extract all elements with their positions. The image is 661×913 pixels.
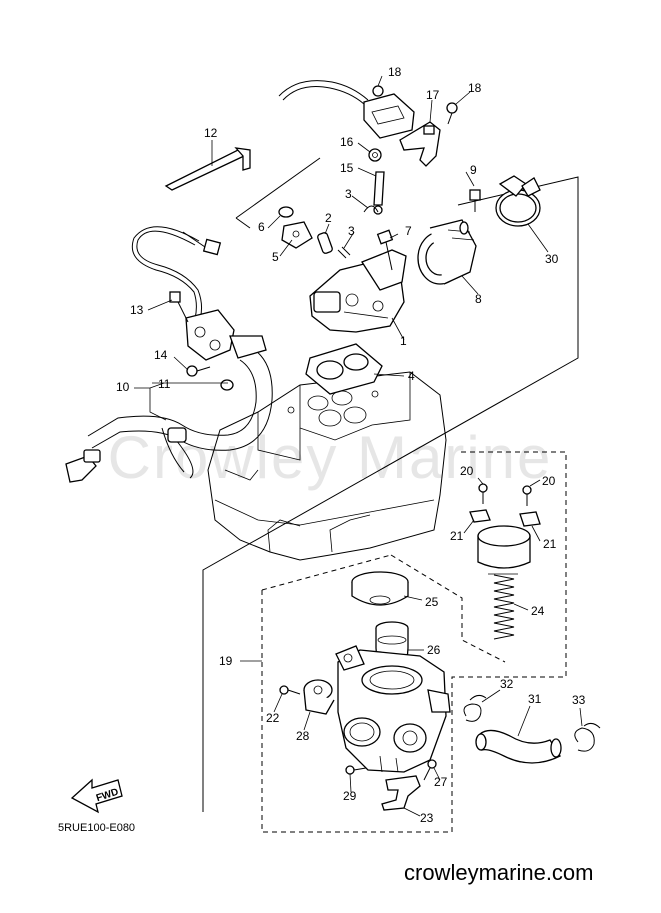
- clip-21-right: [519, 511, 541, 527]
- callout-13: 13: [130, 303, 144, 317]
- callout-20: 20: [460, 464, 474, 478]
- callout-23: 23: [420, 811, 434, 825]
- throttle-bracket-1: [309, 249, 407, 333]
- screw-20-left: [478, 483, 488, 504]
- callout-20: 20: [542, 474, 556, 488]
- callout-8: 8: [475, 292, 482, 306]
- wire-harness-left: [131, 226, 222, 331]
- throttle-body: [335, 645, 451, 773]
- wire-harness-top: [278, 80, 369, 105]
- callout-10: 10: [116, 380, 130, 394]
- callout-27: 27: [434, 775, 448, 789]
- hose-clamp-30: [495, 175, 541, 227]
- bolt-7: [376, 229, 394, 271]
- fuel-hose-10: [65, 341, 273, 483]
- callout-29: 29: [343, 789, 357, 803]
- diaphragm-25: [351, 571, 409, 606]
- screw-20-right: [522, 485, 532, 506]
- callout-30: 30: [545, 252, 559, 266]
- callout-11: 11: [158, 377, 171, 391]
- sensor-bracket-18: [363, 85, 415, 139]
- callout-32: 32: [500, 677, 514, 691]
- callout-31: 31: [528, 692, 542, 706]
- clips-3: [337, 205, 379, 259]
- callout-33: 33: [572, 693, 586, 707]
- callout-2: 2: [325, 211, 332, 225]
- callout-3: 3: [348, 224, 355, 238]
- bolt-13: [169, 291, 189, 323]
- callout-18: 18: [388, 65, 402, 79]
- screw-22: [279, 685, 301, 695]
- sensor-28: [303, 679, 335, 715]
- callout-16: 16: [340, 135, 354, 149]
- callout-3: 3: [345, 187, 352, 201]
- callout-12: 12: [204, 126, 218, 140]
- drawing-code: 5RUE100-E080: [58, 822, 135, 834]
- forward-arrow-icon: FWD: [70, 778, 123, 814]
- callout-21: 21: [450, 529, 464, 543]
- callout-labels: 1 2 3 3 4 5 6 7 8 9 10 11 12 13 14 15 16…: [116, 65, 586, 825]
- cover-and-spring: [477, 525, 531, 640]
- callout-28: 28: [296, 729, 310, 743]
- website-text: crowleymarine.com: [404, 860, 594, 885]
- callout-4: 4: [408, 369, 415, 383]
- bracket-17: [399, 121, 441, 167]
- screw-27: [423, 759, 437, 781]
- callout-22: 22: [266, 711, 280, 725]
- clip-21-left: [469, 509, 491, 523]
- grommet-11: [220, 379, 234, 391]
- callout-6: 6: [258, 220, 265, 234]
- hose-15: [373, 171, 385, 215]
- bolt-18-right: [446, 102, 458, 125]
- callout-19: 19: [219, 654, 233, 668]
- callout-25: 25: [425, 595, 439, 609]
- callout-9: 9: [470, 163, 477, 177]
- callout-26: 26: [427, 643, 441, 657]
- cap-5-and-6: [278, 206, 313, 249]
- throttle-body-group-box: [261, 451, 567, 833]
- cable-tie-12: [164, 147, 251, 191]
- bolt-9: [469, 189, 481, 212]
- callout-7: 7: [405, 224, 412, 238]
- gasket-4: [305, 343, 383, 395]
- screw-29: [345, 765, 367, 775]
- callout-1: 1: [400, 334, 407, 348]
- callout-17: 17: [426, 88, 440, 102]
- pin-2: [317, 232, 333, 254]
- bracket-23: [381, 775, 421, 811]
- intake-collar-8: [417, 219, 477, 285]
- screw-14: [186, 365, 211, 377]
- connector-block: [185, 309, 267, 361]
- callout-24: 24: [531, 604, 545, 618]
- clip-33: [574, 722, 601, 752]
- callout-15: 15: [340, 161, 354, 175]
- leader-lines: [134, 75, 583, 817]
- clip-32: [463, 694, 487, 722]
- callout-5: 5: [272, 250, 279, 264]
- callout-21: 21: [543, 537, 557, 551]
- hose-31: [475, 729, 562, 764]
- clamp-16: [368, 148, 382, 162]
- callout-14: 14: [154, 348, 168, 362]
- callout-18: 18: [468, 81, 482, 95]
